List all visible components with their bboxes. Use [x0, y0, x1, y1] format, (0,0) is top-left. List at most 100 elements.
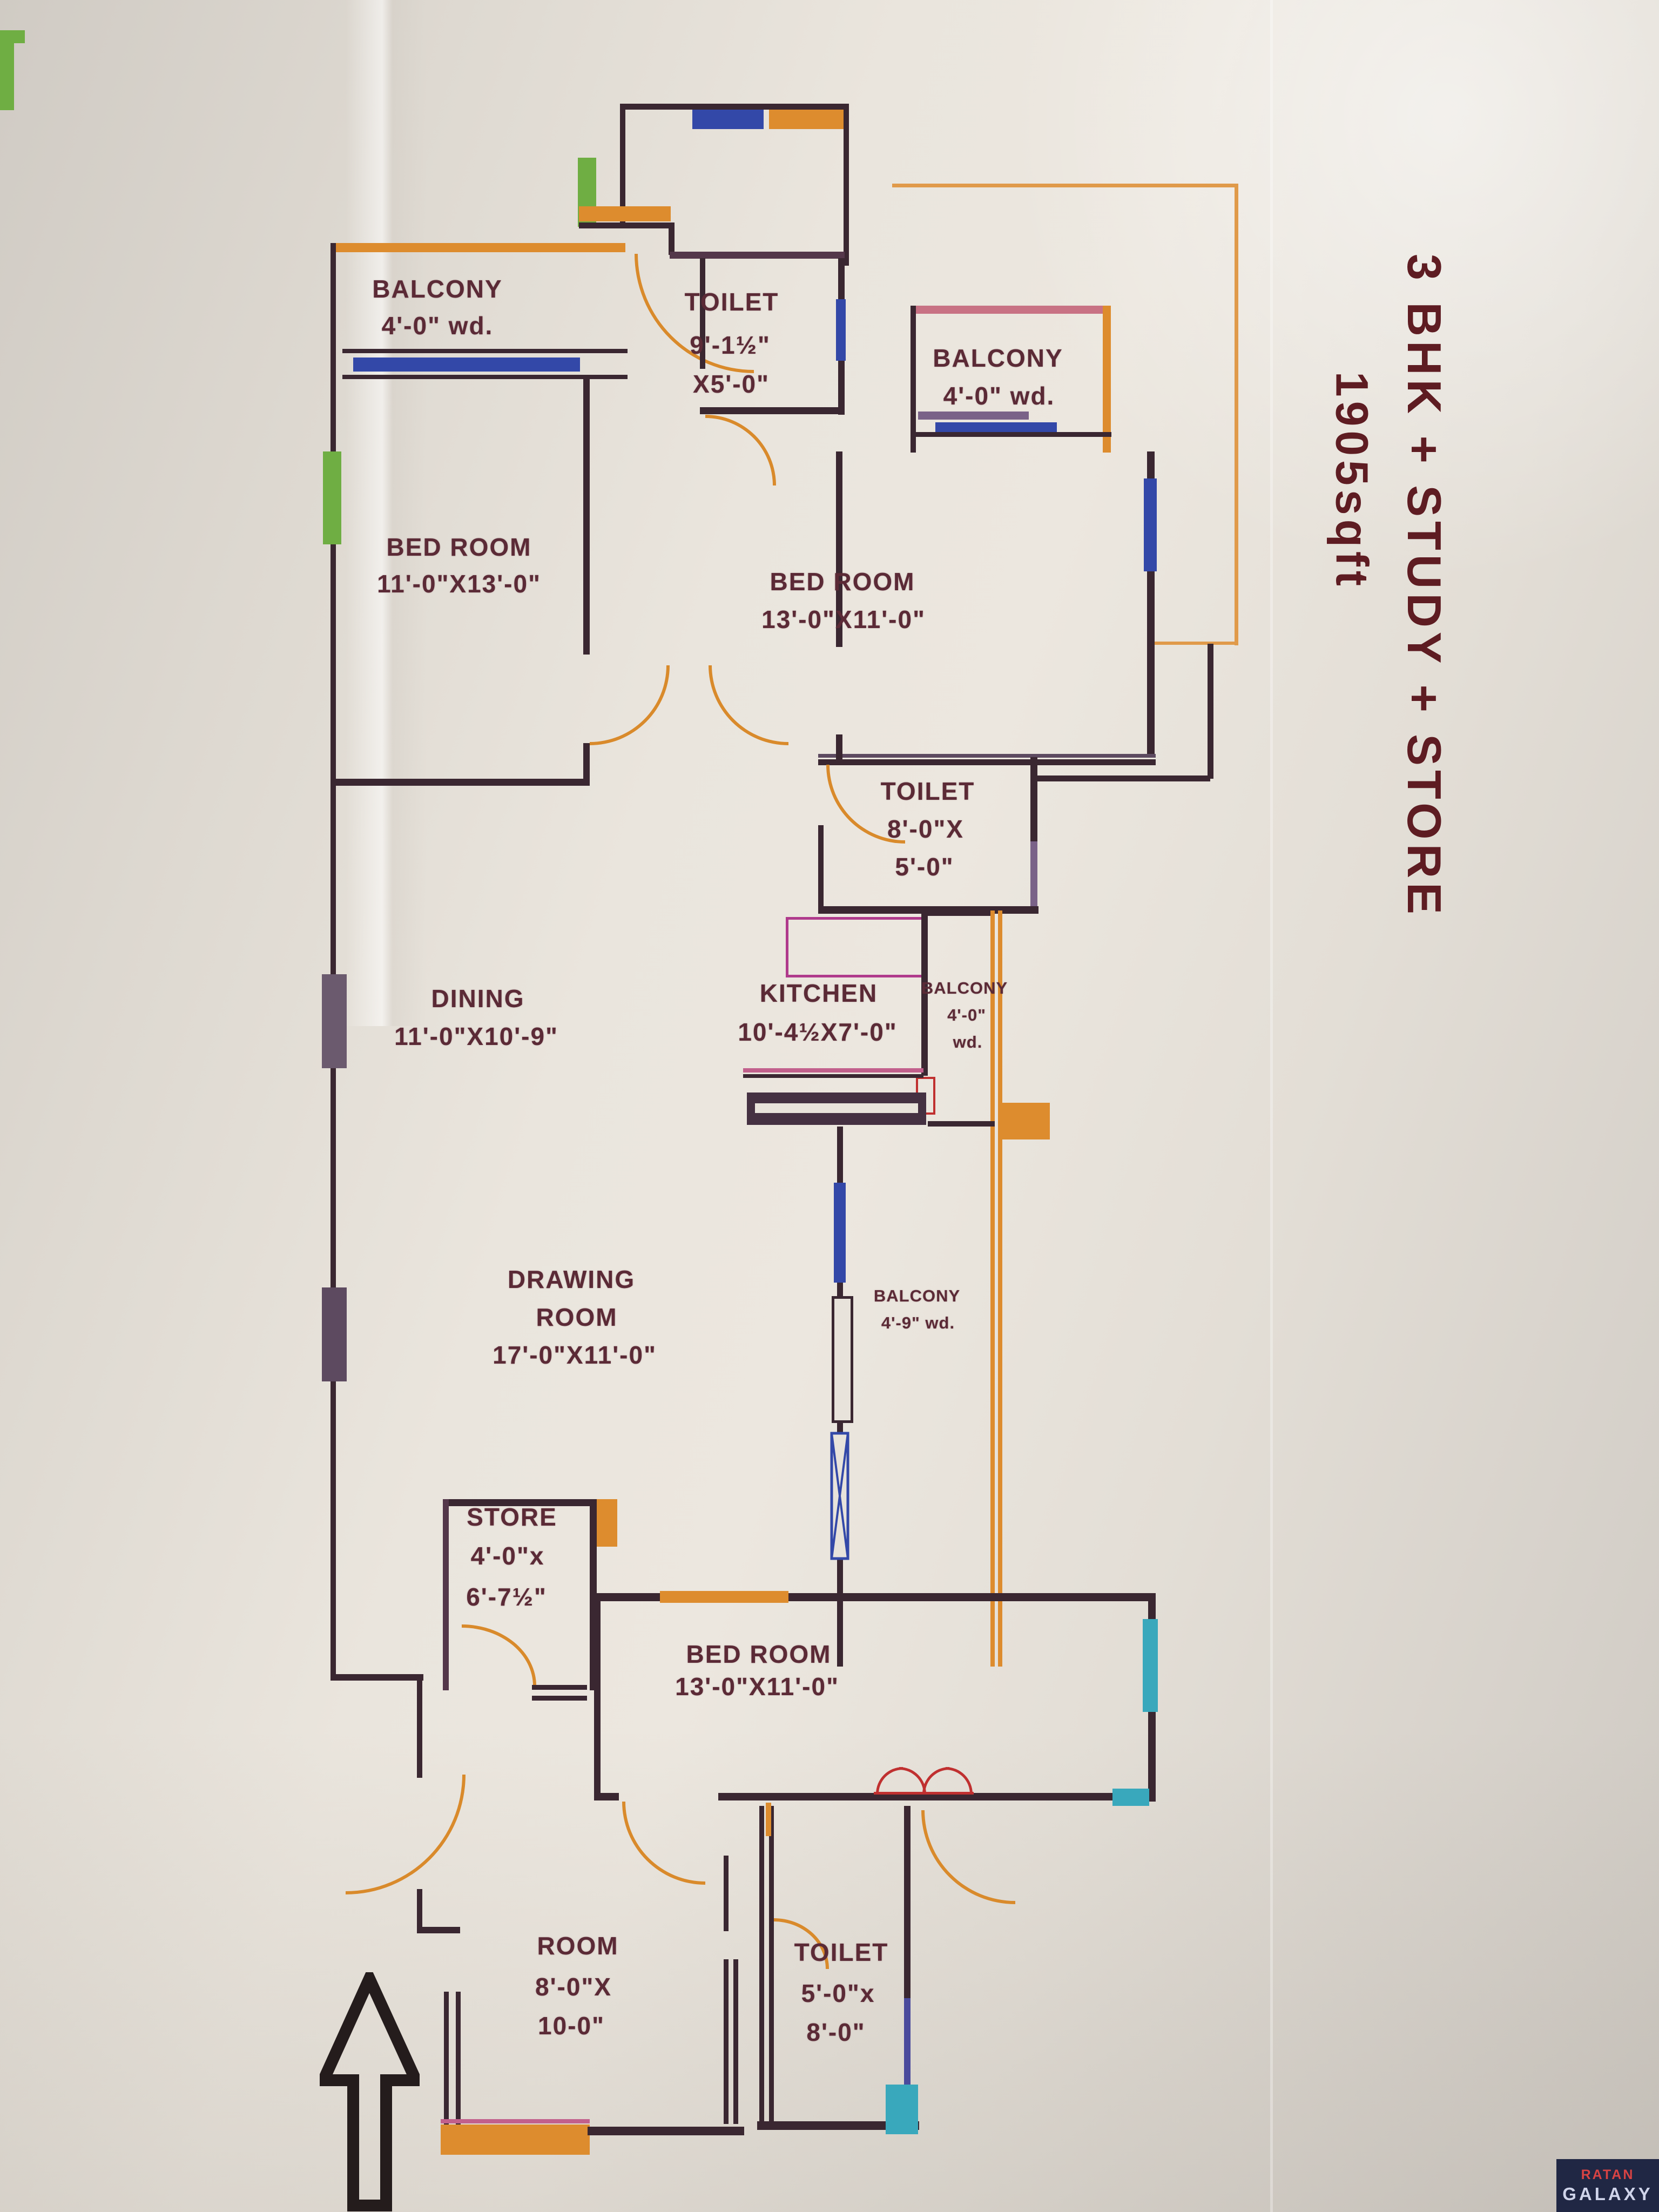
balcony-drawing-label: BALCONY [873, 1286, 961, 1305]
window-gray [322, 974, 347, 1068]
wall [700, 258, 705, 369]
window-gray [322, 1287, 347, 1381]
wall-orange [331, 243, 625, 252]
balcony-tl-label: BALCONY [372, 275, 503, 303]
store-dim2: 6'-7½" [466, 1583, 547, 1611]
window-outlined [832, 1296, 853, 1423]
toilet-bottom-dim1: 5'-0"x [801, 1979, 875, 2007]
threshold [532, 1685, 587, 1690]
room-bottom-dim1: 8'-0"X [535, 1973, 612, 2001]
boundary-line [1235, 184, 1238, 645]
wall [818, 825, 824, 913]
toilet-bottom-dim2: 8'-0" [806, 2018, 866, 2046]
bedroom-bottom-label: BED ROOM [686, 1640, 832, 1668]
wall [669, 222, 675, 255]
wall-orange [1103, 306, 1111, 453]
wall [700, 407, 845, 414]
window-orange [441, 2125, 590, 2155]
wall-orange [998, 911, 1002, 1667]
wall [836, 451, 842, 647]
wall [670, 252, 845, 259]
builder-logo-line1: RATAN [1581, 2167, 1635, 2182]
window-orange [660, 1591, 788, 1603]
balcony-kitchen-dim1: 4'-0" [947, 1006, 986, 1024]
toilet-mid-label: TOILET [880, 777, 975, 805]
wall-orange [579, 206, 671, 221]
wall-orange-block [1002, 1103, 1050, 1139]
wall [911, 306, 916, 453]
wall [757, 2121, 919, 2130]
wall [818, 754, 1156, 758]
photo-edge-green-strip [0, 30, 14, 110]
window-blue [353, 358, 580, 372]
balcony-tr-label: BALCONY [933, 344, 1063, 372]
plumbing-line-red [874, 1792, 974, 1795]
window-blue [836, 299, 846, 361]
wall [928, 911, 995, 916]
wall [456, 1992, 461, 2126]
kitchen-counter [786, 917, 927, 977]
toilet-mid-dim1: 8'-0"X [887, 815, 964, 843]
wall [911, 432, 1111, 437]
wall [844, 104, 849, 266]
photo-edge-green-strip [0, 30, 25, 43]
dining-label: DINING [431, 984, 525, 1013]
wall-pink [441, 2119, 590, 2123]
store-label: STORE [467, 1503, 557, 1531]
north-arrow-icon [320, 1972, 420, 2211]
wall [331, 1674, 423, 1681]
bedroom-tr-label: BED ROOM [770, 568, 915, 596]
bedroom-bottom-dim: 13'-0"X11'-0" [675, 1673, 839, 1701]
wall [331, 243, 336, 1680]
bedroom-tr-dim: 13'-0"X11'-0" [761, 605, 926, 633]
paper-crease-highlight [346, 0, 427, 1026]
toilet-top-dim2: X5'-0" [693, 370, 770, 398]
wall-purple [1030, 841, 1037, 913]
wall-orange [766, 1803, 771, 1836]
window-blue [904, 1998, 911, 2087]
window-teal [1112, 1789, 1149, 1806]
window-blue [935, 422, 1057, 432]
drawing-room-label1: DRAWING [507, 1265, 636, 1293]
bedroom-tl-dim: 11'-0"X13'-0" [377, 570, 541, 598]
toilet-mid-dim2: 5'-0" [895, 853, 954, 881]
window-teal [886, 2085, 918, 2134]
wall [733, 1959, 738, 2124]
wall [342, 349, 628, 353]
wall [769, 1806, 774, 2126]
threshold [532, 1696, 587, 1701]
window-sill [918, 412, 1029, 420]
wall [417, 1674, 422, 1778]
glare-sheen [945, 0, 1659, 648]
bottom-shadow [0, 1728, 1659, 2212]
wall [743, 1074, 923, 1078]
plastic-cover-edge [1270, 0, 1273, 2212]
wall [583, 743, 590, 782]
balcony-drawing-dim: 4'-9" wd. [881, 1313, 955, 1332]
builder-logo: RATAN GALAXY [1556, 2159, 1659, 2212]
room-bottom-dim2: 10-0" [538, 2012, 605, 2040]
builder-logo-line2: GALAXY [1562, 2183, 1653, 2204]
wall [620, 104, 849, 110]
window-blue [1144, 478, 1157, 571]
wall [818, 759, 1156, 765]
wall-pink [911, 306, 1108, 314]
wall [579, 222, 672, 228]
wall [342, 375, 628, 379]
wall [759, 1806, 764, 2126]
window-blue [692, 110, 764, 129]
wall [620, 104, 625, 228]
balcony-tr-dim: 4'-0" wd. [943, 382, 1055, 410]
wall [331, 779, 590, 786]
kitchen-platform-slit [755, 1103, 918, 1113]
wall-pink [743, 1068, 923, 1073]
wall [718, 1793, 1156, 1800]
wall [583, 378, 590, 655]
balcony-kitchen-dim2: wd. [953, 1033, 983, 1051]
wall [417, 1927, 460, 1933]
plan-title-line2: 1905sqft [1326, 372, 1378, 590]
wall [443, 1499, 449, 1690]
wall [588, 2127, 744, 2135]
wall [594, 1793, 619, 1800]
toilet-bottom-label: TOILET [794, 1938, 889, 1966]
